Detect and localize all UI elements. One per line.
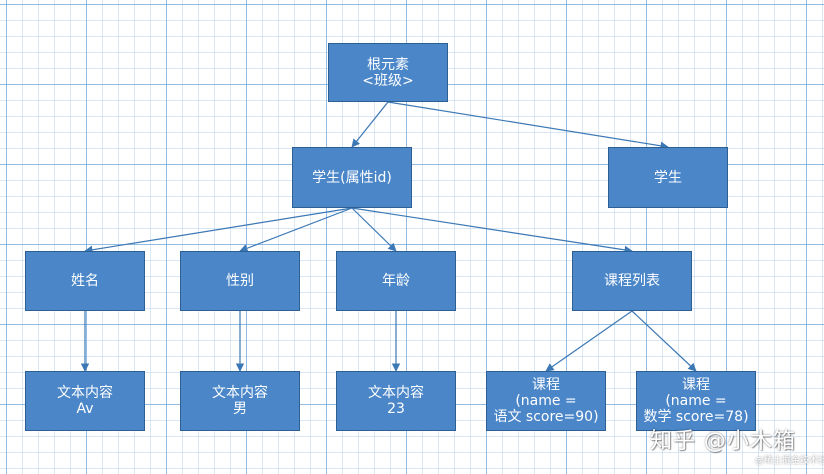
edges-layer [80,101,697,372]
student-node-with-id-label: 学生(属性id) [312,169,392,186]
gender-node-label: 性别 [226,273,254,289]
gender-text-node-line-2: 男 [233,401,247,417]
course-math-node-line-2: (name = [665,393,727,409]
course-chinese-node-line-1: 课程 [531,377,560,393]
name-text-node-line-1: 文本内容 [57,385,113,401]
name-text-node-line-2: Av [76,401,94,417]
course-list-node-label: 课程列表 [604,273,660,289]
root-node-line-2: <班级> [362,72,414,89]
name-node[interactable]: 姓名 [25,251,145,311]
edge-root-to-student_a [351,101,389,148]
gender-node[interactable]: 性别 [180,251,300,311]
course-chinese-node-line-3: 语文 score=90) [493,409,599,425]
age-text-node-line-2: 23 [387,401,405,417]
course-math-node[interactable]: 课程 (name = 数学 score=78) [636,371,756,431]
name-text-node[interactable]: 文本内容 Av [25,371,145,431]
edge-student_a-to-gender [239,207,353,253]
course-chinese-node[interactable]: 课程 (name = 语文 score=90) [486,371,606,431]
edge-student_a-to-age [351,207,397,252]
name-node-label: 姓名 [71,273,99,289]
course-list-node[interactable]: 课程列表 [572,251,692,311]
root-node-line-1: 根元素 [367,56,409,73]
age-text-node-line-1: 文本内容 [368,385,424,401]
edge-student_a-to-name [84,207,353,254]
course-chinese-node-line-2: (name = [515,393,577,409]
course-math-node-line-3: 数学 score=78) [643,409,749,425]
age-node-label: 年龄 [382,273,410,289]
course-math-node-line-1: 课程 [681,377,710,393]
student-node[interactable]: 学生 [608,147,728,208]
edge-student_a-to-courses [351,207,633,255]
student-node-label: 学生 [654,169,682,186]
age-text-node[interactable]: 文本内容 23 [336,371,456,431]
root-node[interactable]: 根元素 <班级> [328,43,448,102]
gender-text-node[interactable]: 文本内容 男 [180,371,300,431]
gender-text-node-line-1: 文本内容 [212,385,268,401]
edge-courses-to-course_2 [631,310,697,372]
edge-courses-to-course_1 [545,310,633,372]
student-node-with-id[interactable]: 学生(属性id) [292,147,412,208]
edge-root-to-student_b [387,101,669,150]
age-node[interactable]: 年龄 [336,251,456,311]
